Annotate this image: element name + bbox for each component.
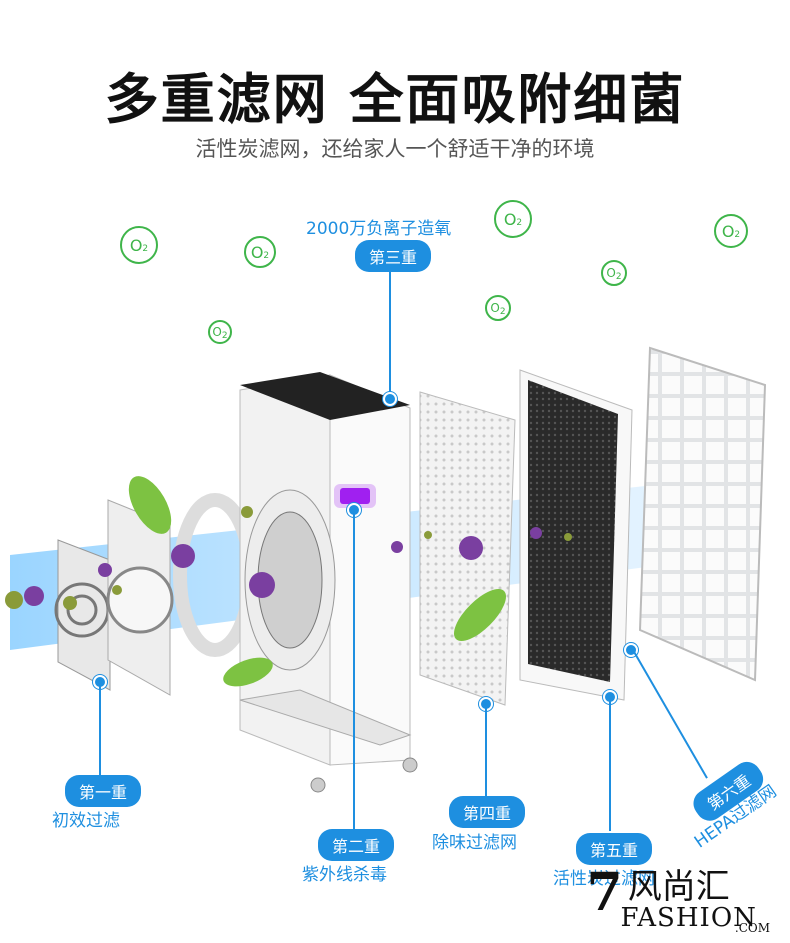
page-subtitle: 活性炭滤网，还给家人一个舒适干净的环境	[195, 137, 595, 161]
leader-line	[353, 512, 355, 830]
stage-3-label: 2000万负离子造氧	[306, 219, 452, 239]
fan-housing	[106, 499, 174, 696]
stage-4-label: 除味过滤网	[432, 833, 517, 853]
leaf-icon	[128, 476, 172, 534]
leader-line	[485, 706, 487, 796]
stage-3-pill: 第三重	[355, 240, 432, 272]
pre-filter-grill	[54, 539, 111, 691]
watermark-logo: 7 风尚汇 FASHION .COM	[587, 859, 771, 935]
activated-carbon-filter	[519, 369, 633, 701]
stage-5-pill: 第五重	[576, 833, 653, 865]
dust-particles	[5, 506, 572, 610]
uv-lamp	[340, 488, 370, 504]
leader-line	[99, 683, 101, 775]
page-title: 多重滤网 全面吸附细菌	[104, 68, 686, 131]
stage-1-pill: 第一重	[65, 775, 142, 807]
leader-dot	[383, 392, 397, 406]
stage-2-pill: 第二重	[318, 829, 395, 861]
stage-1-label: 初效过滤	[52, 811, 120, 831]
leaf-icon	[223, 657, 273, 687]
watermark-tld: .COM	[734, 921, 770, 935]
hepa-filter	[638, 346, 767, 682]
leader-line	[389, 268, 391, 398]
leader-line	[609, 699, 611, 831]
stage-5-label: 活性炭过滤网	[553, 869, 655, 889]
watermark-brand-en: FASHION	[620, 903, 757, 933]
watermark-mark: 7	[586, 862, 623, 923]
stage-4-pill: 第四重	[449, 796, 526, 828]
leaf-icon	[453, 589, 506, 641]
stage-2-label: 紫外线杀毒	[302, 865, 387, 885]
bacteria-particles	[24, 527, 542, 606]
watermark-brand-cn: 风尚汇	[627, 867, 730, 907]
